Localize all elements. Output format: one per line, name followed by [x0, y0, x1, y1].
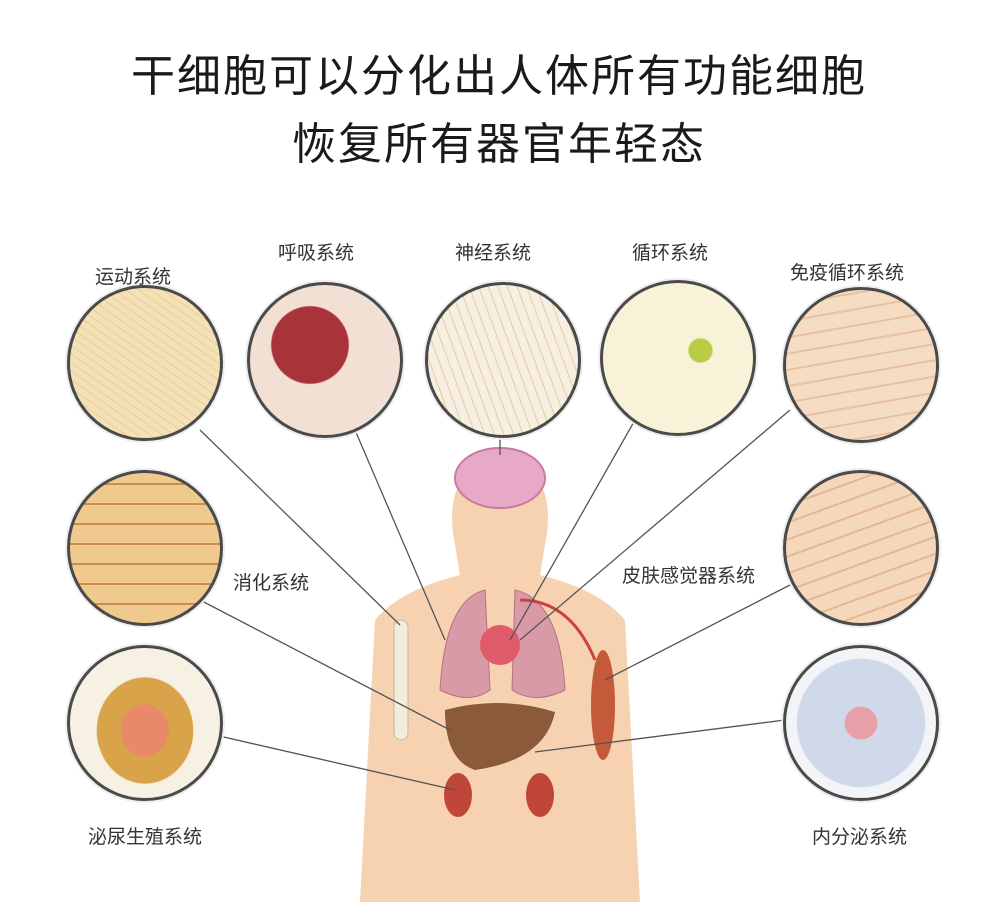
circulatory-circle: [600, 280, 756, 436]
label-digestive: 消化系统: [233, 572, 310, 594]
label-circulatory: 循环系统: [632, 242, 709, 264]
label-skin: 皮肤感觉器系统: [622, 565, 756, 587]
label-urogenital: 泌尿生殖系统: [88, 826, 203, 848]
locomotor-circle: [67, 285, 223, 441]
blood-vessel-icon: [519, 598, 597, 661]
title-line-2: 恢复所有器官年轻态: [292, 119, 706, 170]
body-silhouette: [360, 455, 640, 902]
endocrine-circle: [783, 645, 939, 801]
left-lung-icon: [439, 589, 491, 698]
skin-circle: [783, 470, 939, 626]
bone-icon: [393, 619, 409, 741]
heart-icon: [480, 625, 520, 665]
label-immune: 免疫循环系统: [790, 262, 905, 284]
liver-icon: [445, 702, 555, 770]
nervous-circle: [425, 282, 581, 438]
left-kidney-icon: [444, 773, 472, 817]
immune-circle: [783, 287, 939, 443]
urogenital-circle: [67, 645, 223, 801]
digestive-circle: [67, 470, 223, 626]
right-kidney-icon: [526, 773, 554, 817]
label-nervous: 神经系统: [455, 242, 532, 264]
label-respiratory: 呼吸系统: [278, 242, 355, 264]
brain-icon: [454, 447, 546, 509]
label-endocrine: 内分泌系统: [812, 826, 908, 848]
connector-lines: [199, 409, 791, 791]
respiratory-circle: [247, 282, 403, 438]
title-line-1: 干细胞可以分化出人体所有功能细胞: [131, 51, 867, 102]
label-locomotor: 运动系统: [95, 266, 172, 288]
